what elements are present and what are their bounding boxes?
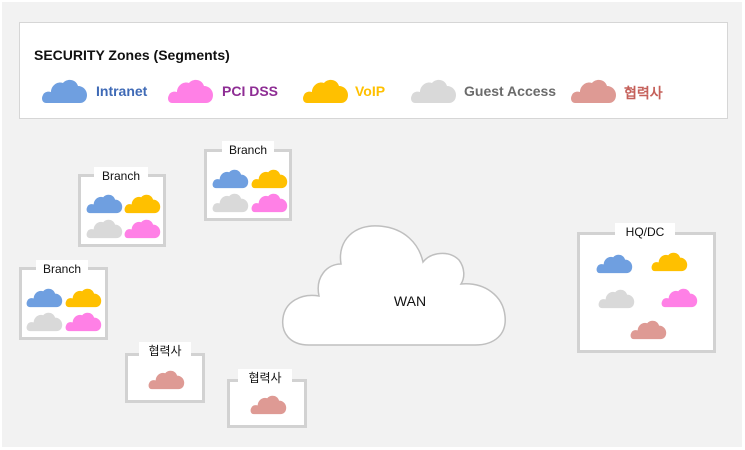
legend-label-pci-dss: PCI DSS <box>222 83 279 99</box>
guest-access-cloud-icon <box>86 219 123 239</box>
legend-label-intranet: Intranet <box>96 83 148 99</box>
pci-dss-cloud-icon <box>661 288 698 308</box>
voip-cloud-icon <box>651 252 688 272</box>
legend-label-voip: VoIP <box>355 83 386 99</box>
guest-access-cloud-icon <box>26 312 63 332</box>
guest-access-cloud-icon <box>212 193 249 213</box>
site-partner-left-label: 협력사 <box>139 342 191 360</box>
wan-cloud-icon <box>281 225 506 346</box>
site-branch-top-label: Branch <box>222 141 274 159</box>
voip-cloud-icon <box>124 194 161 214</box>
security-zones-legend: SECURITY Zones (Segments) Intranet PCI D… <box>19 22 728 119</box>
pci-dss-cloud-icon <box>65 312 102 332</box>
legend-label-partner: 협력사 <box>624 85 663 101</box>
site-branch-left-upper-label: Branch <box>94 167 148 185</box>
intranet-cloud-icon <box>596 254 633 274</box>
voip-cloud-icon <box>251 169 288 189</box>
legend-title: SECURITY Zones (Segments) <box>34 47 230 63</box>
partner-cloud-icon <box>630 320 667 340</box>
guest-access-cloud-icon <box>411 79 456 103</box>
pci-dss-cloud-icon <box>168 79 213 103</box>
intranet-cloud-icon <box>26 288 63 308</box>
site-branch-left-lower-label: Branch <box>36 260 88 278</box>
site-partner-right-label: 협력사 <box>238 369 292 387</box>
intranet-cloud-icon <box>212 169 249 189</box>
site-hq-dc <box>577 232 716 353</box>
site-hq-dc-label: HQ/DC <box>615 223 675 241</box>
intranet-cloud-icon <box>86 194 123 214</box>
voip-cloud-icon <box>303 79 348 103</box>
pci-dss-cloud-icon <box>251 193 288 213</box>
partner-cloud-icon <box>571 79 616 103</box>
partner-cloud-icon <box>148 370 185 390</box>
guest-access-cloud-icon <box>598 289 635 309</box>
pci-dss-cloud-icon <box>124 219 161 239</box>
wan-label: WAN <box>393 293 427 309</box>
partner-cloud-icon <box>250 395 287 415</box>
legend-label-guest-access: Guest Access <box>464 83 557 99</box>
intranet-cloud-icon <box>42 79 87 103</box>
voip-cloud-icon <box>65 288 102 308</box>
